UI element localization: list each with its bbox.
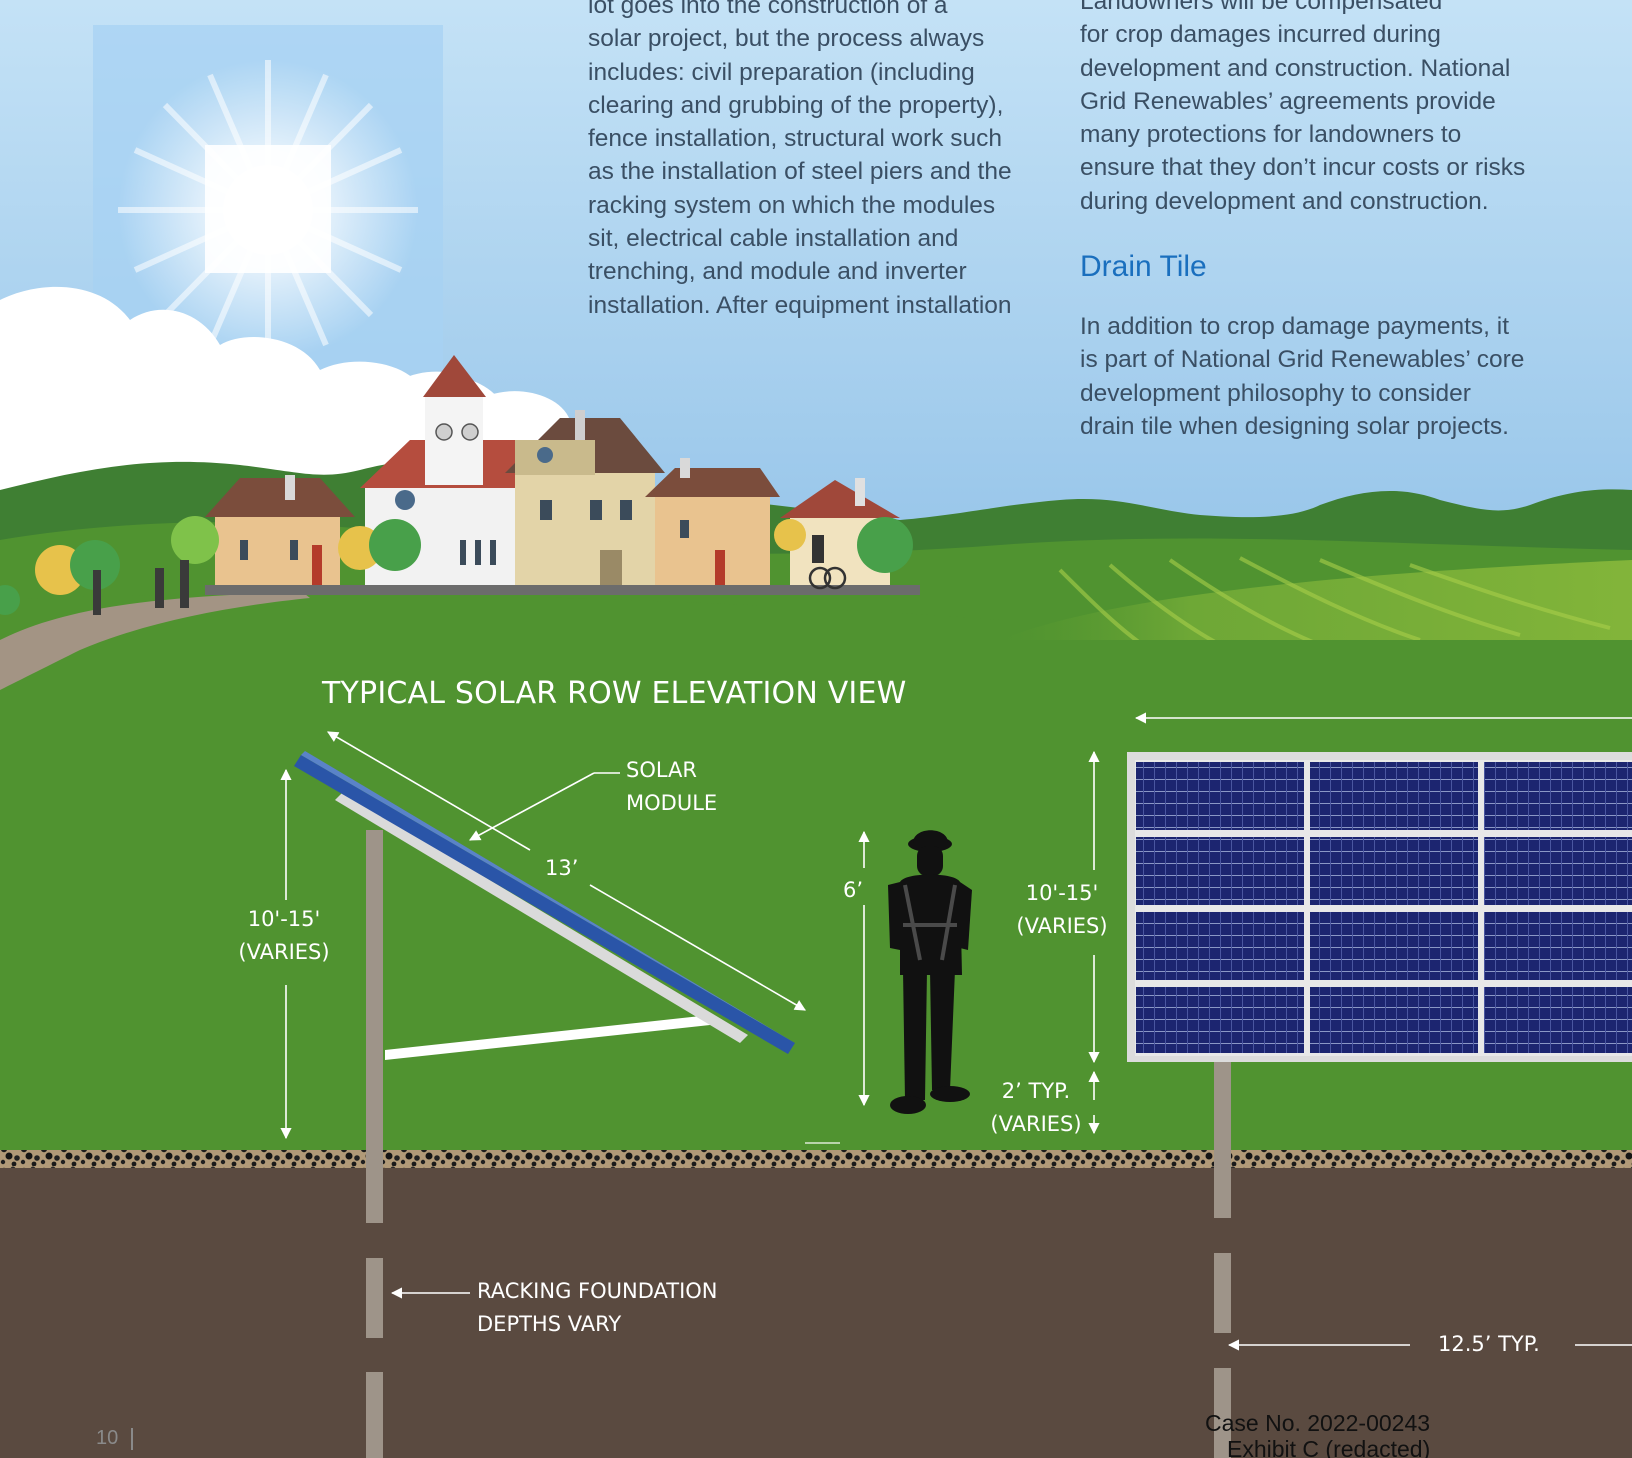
footpath [0, 590, 310, 690]
text-line: includes: civil preparation (including [588, 58, 975, 86]
exhibit-label: Exhibit C (redacted) [1227, 1436, 1431, 1458]
label-line: SOLAR [626, 758, 697, 782]
foundation-label: RACKING FOUNDATION DEPTHS VARY [477, 1275, 718, 1341]
text-line: is part of National Grid Renewables’ cor… [1080, 346, 1525, 374]
case-stamp: Case No. 2022-00243 Exhibit C (redacted) [1205, 1410, 1430, 1458]
text-line: for crop damages incurred during [1080, 21, 1441, 49]
page-number: 10 [96, 1427, 119, 1449]
left-height-label: 10'-15' (VARIES) [236, 903, 332, 969]
village-illustration [0, 355, 920, 615]
text-line: In addition to crop damage payments, it [1080, 313, 1510, 340]
text-line: trenching, and module and inverter [588, 258, 967, 286]
label-line: MODULE [626, 791, 718, 815]
label-line: 10'-15' [247, 907, 321, 931]
text-line: racking system on which the modules [588, 191, 996, 219]
label-line: 2’ TYP. [1001, 1079, 1071, 1103]
label-line: 10'-15' [1025, 881, 1099, 905]
text-line: ensure that they don’t incur costs or ri… [1080, 154, 1526, 182]
person-height-label: 6’ [843, 878, 864, 902]
dimension-lines [280, 712, 1632, 1351]
body-text-column-1: lot goes into the construction of a sola… [588, 0, 1012, 322]
right-height-label: 10'-15' (VARIES) [1014, 877, 1110, 943]
text-line: Landowners will be compensated [1080, 0, 1443, 15]
solar-module-label: SOLAR MODULE [626, 754, 717, 820]
worker-silhouette-icon [888, 830, 972, 1114]
sun-icon [118, 60, 418, 360]
gravel-layer [0, 1150, 1632, 1168]
text-line: many protections for landowners to [1080, 121, 1462, 149]
body-text-column-2: Landowners will be compensated for crop … [1080, 0, 1525, 218]
text-line: lot goes into the construction of a [588, 0, 948, 19]
text-line: as the installation of steel piers and t… [588, 158, 1012, 186]
left-racking [294, 751, 795, 1458]
label-line: RACKING FOUNDATION [477, 1279, 718, 1303]
text-line: drain tile when designing solar projects… [1080, 412, 1509, 440]
label-line: (VARIES) [1016, 914, 1108, 938]
text-line: during development and construction. [1080, 187, 1489, 215]
panel-length-label: 13’ [545, 856, 579, 880]
label-line: (VARIES) [990, 1112, 1082, 1136]
page-number-divider [131, 1428, 133, 1450]
drain-tile-paragraph: In addition to crop damage payments, it … [1080, 310, 1524, 443]
diagram-title: TYPICAL SOLAR ROW ELEVATION VIEW [322, 676, 907, 711]
text-line: Grid Renewables’ agreements provide [1080, 87, 1496, 115]
text-line: sit, electrical cable installation and [588, 225, 959, 253]
drain-tile-heading: Drain Tile [1080, 250, 1207, 283]
text-line: solar project, but the process always [588, 25, 985, 53]
text-line: development philosophy to consider [1080, 379, 1471, 407]
row-spacing-label: 12.5’ TYP. [1438, 1332, 1540, 1356]
text-line: development and construction. National [1080, 54, 1511, 82]
soil [0, 1168, 1632, 1458]
label-line: DEPTHS VARY [477, 1312, 622, 1336]
text-line: clearing and grubbing of the property), [588, 91, 1004, 119]
clearance-label: 2’ TYP. (VARIES) [988, 1075, 1084, 1141]
label-line: (VARIES) [238, 940, 330, 964]
text-line: installation. After equipment installati… [588, 291, 1012, 319]
case-number: Case No. 2022-00243 [1205, 1410, 1431, 1436]
text-line: fence installation, structural work such [588, 125, 1002, 153]
solar-array-icon [1127, 752, 1632, 1458]
